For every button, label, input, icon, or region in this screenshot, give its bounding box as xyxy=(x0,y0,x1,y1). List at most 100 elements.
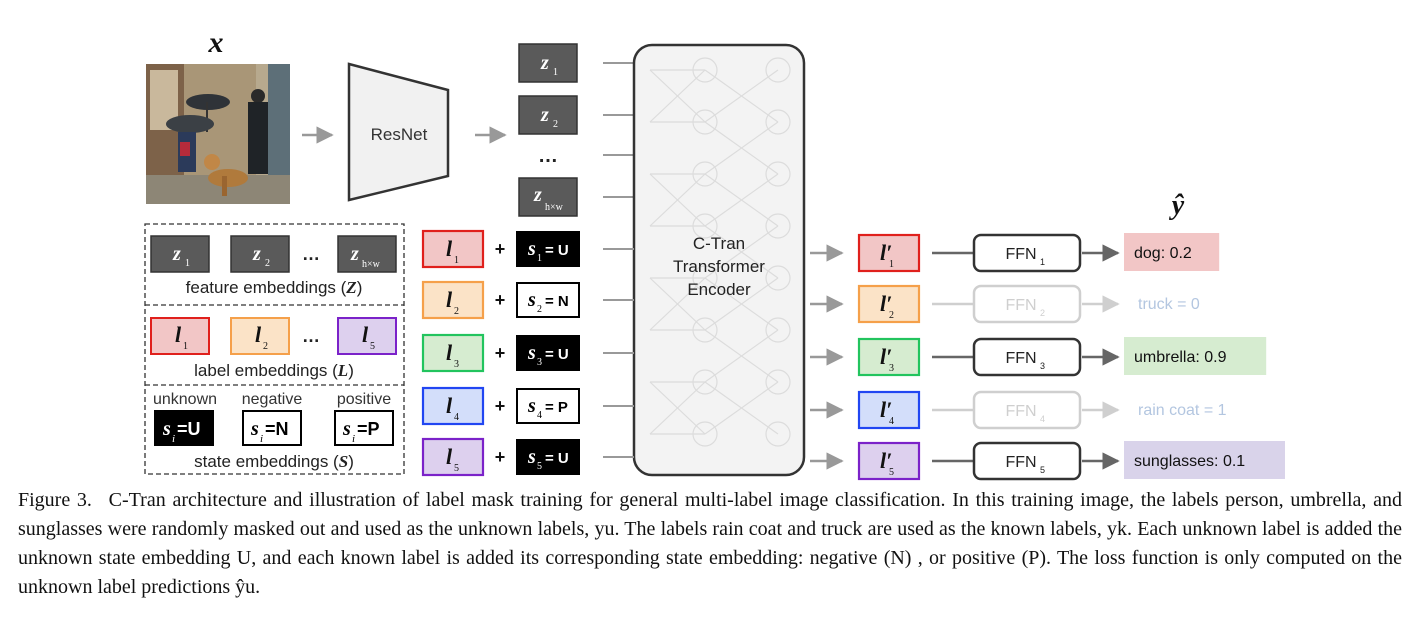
output-token-3 xyxy=(857,337,921,377)
plus-sign: + xyxy=(495,290,506,310)
encoder-title-line3: Encoder xyxy=(687,280,751,299)
state-token-letter: s xyxy=(527,395,536,417)
state-positive-name: positive xyxy=(337,391,391,408)
prediction-text: umbrella: 0.9 xyxy=(1134,349,1227,366)
output-token-letter: l′ xyxy=(880,448,892,473)
resnet-block xyxy=(347,62,450,202)
ctran-encoder: C-Tran Transformer Encoder xyxy=(632,43,806,477)
label-token-letter: l xyxy=(446,287,453,312)
legend-state-negative: s i =N xyxy=(242,410,302,446)
feature-token-zhw: z h×w xyxy=(518,177,578,217)
label-embeddings-caption: label embeddings (L) xyxy=(194,361,354,380)
svg-text:s: s xyxy=(250,418,259,440)
legend-feature-z2: z 2 xyxy=(230,235,290,273)
ffn-label: FFN xyxy=(1005,246,1036,263)
legend-state-unknown: s i =U xyxy=(154,410,214,446)
ffn-block-2 xyxy=(972,284,1082,324)
state-token-letter: s xyxy=(527,446,536,468)
ffn-block-5 xyxy=(972,441,1082,481)
prediction-text: rain coat = 1 xyxy=(1138,402,1227,419)
legend-feature-zhw: z h×w xyxy=(337,235,397,273)
state-token-sub: 2 xyxy=(537,304,542,315)
svg-text:1: 1 xyxy=(185,258,190,269)
state-token-2 xyxy=(516,282,580,318)
input-photo xyxy=(146,64,290,204)
prediction-text: truck = 0 xyxy=(1138,296,1200,313)
ffn-label: FFN xyxy=(1005,297,1036,314)
ffn-block-1 xyxy=(972,233,1082,273)
ffn-sub: 5 xyxy=(1040,465,1045,475)
svg-text:2: 2 xyxy=(265,258,270,269)
state-unknown-name: unknown xyxy=(153,391,217,408)
encoder-title-line2: Transformer xyxy=(673,257,765,276)
output-token-2 xyxy=(857,284,921,324)
svg-text:s: s xyxy=(342,418,351,440)
state-token-value: = U xyxy=(545,346,569,363)
label-token-letter: l xyxy=(446,236,453,261)
legend-label-ellipsis: … xyxy=(302,326,320,346)
state-token-letter: s xyxy=(527,342,536,364)
label-token-5 xyxy=(421,437,485,477)
svg-text:i: i xyxy=(352,433,355,445)
prediction-box-5 xyxy=(1124,441,1285,479)
feature-embeddings-caption: feature embeddings (Z) xyxy=(186,278,363,297)
legend-feature-z1: z 1 xyxy=(150,235,210,273)
figure-label: Figure 3. xyxy=(18,489,92,511)
ffn-block-3 xyxy=(972,337,1082,377)
feature-token-z2: z 2 xyxy=(518,95,578,135)
ffn-block-4 xyxy=(972,390,1082,430)
label-token-4 xyxy=(421,386,485,426)
state-token-sub: 1 xyxy=(537,253,542,264)
ffn-sub: 1 xyxy=(1040,257,1045,267)
embedding-legend: z 1 z 2 … z h×w feature embeddings (Z) l… xyxy=(144,223,405,475)
plus-sign: + xyxy=(495,239,506,259)
state-token-value: = P xyxy=(545,399,568,416)
state-token-value: = U xyxy=(545,450,569,467)
label-token-sub: 5 xyxy=(454,463,459,474)
state-token-letter: s xyxy=(527,238,536,260)
svg-text:l: l xyxy=(255,322,262,347)
output-header: ŷ xyxy=(1169,190,1185,221)
prediction-box-3 xyxy=(1124,337,1267,375)
label-token-letter: l xyxy=(446,444,453,469)
label-token-sub: 3 xyxy=(454,359,459,370)
state-negative-name: negative xyxy=(242,391,303,408)
feature-token-z1: z 1 xyxy=(518,43,578,83)
prediction-box-1 xyxy=(1124,233,1220,271)
legend-label-l1: l 1 xyxy=(150,317,210,355)
state-token-5 xyxy=(516,439,580,475)
ffn-sub: 3 xyxy=(1040,361,1045,371)
encoder-title-line1: C-Tran xyxy=(693,234,745,253)
svg-text:z: z xyxy=(172,243,181,265)
state-token-letter: s xyxy=(527,289,536,311)
svg-text:5: 5 xyxy=(370,341,375,352)
output-token-letter: l′ xyxy=(880,397,892,422)
svg-text:h×w: h×w xyxy=(545,202,564,213)
state-embeddings-caption: state embeddings (S) xyxy=(194,452,354,471)
label-token-1 xyxy=(421,229,485,269)
svg-text:i: i xyxy=(260,433,263,445)
plus-sign: + xyxy=(495,396,506,416)
svg-text:2: 2 xyxy=(553,119,558,130)
ffn-sub: 2 xyxy=(1040,308,1045,318)
label-token-letter: l xyxy=(446,393,453,418)
label-token-2 xyxy=(421,280,485,320)
resnet-label: ResNet xyxy=(371,125,428,144)
state-token-value: = U xyxy=(545,242,569,259)
label-token-3 xyxy=(421,333,485,373)
output-token-4 xyxy=(857,390,921,430)
input-label: x xyxy=(208,26,224,59)
state-token-1 xyxy=(516,231,580,267)
svg-text:2: 2 xyxy=(263,341,268,352)
state-token-sub: 3 xyxy=(537,357,542,368)
ffn-label: FFN xyxy=(1005,454,1036,471)
output-token-sub: 2 xyxy=(889,310,894,321)
svg-text:z: z xyxy=(533,184,542,206)
svg-text:1: 1 xyxy=(553,67,558,78)
state-token-value: = N xyxy=(545,293,569,310)
